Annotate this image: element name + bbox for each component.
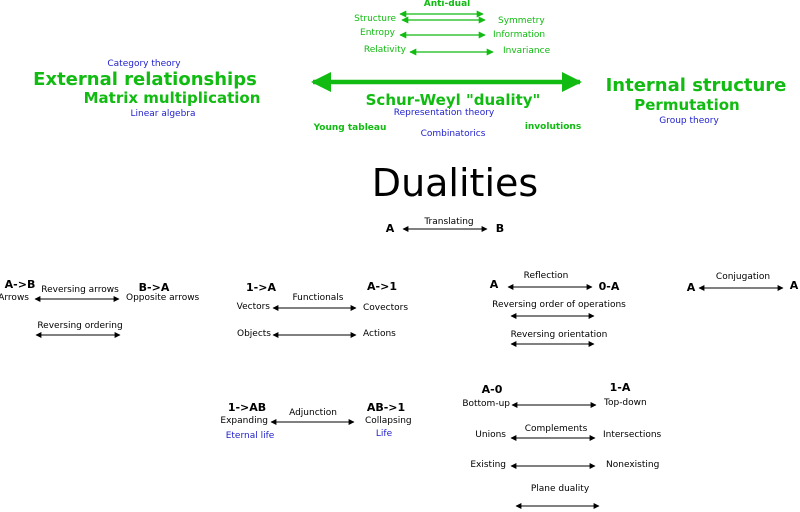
representation-theory-label: Representation theory [393, 108, 495, 118]
plane-left-head: A-0 [481, 383, 503, 396]
complements-label: Complements [524, 424, 588, 434]
actions-label: Actions [363, 329, 396, 339]
conjugation-label: Conjugation [715, 272, 771, 282]
translating-left: A [385, 222, 395, 235]
permutation-label: Permutation [634, 96, 740, 114]
plane-duality-label: Plane duality [530, 484, 590, 494]
anti-dual-label: Anti-dual [423, 0, 471, 9]
internal-structure-label: Internal structure [605, 75, 787, 96]
reflection-right-head: 0-A [598, 280, 620, 293]
reversing-ordering-label: Reversing ordering [37, 321, 123, 331]
reversing-orientation-label: Reversing orientation [510, 330, 608, 340]
structure-label: Structure [354, 14, 396, 24]
reflection-left-head: A [489, 278, 499, 291]
functionals-left-head: 1->A [246, 281, 276, 294]
invariance-label: Invariance [503, 46, 551, 56]
unions-label: Unions [475, 430, 506, 440]
collapsing-label: Collapsing [365, 416, 412, 426]
symmetry-label: Symmetry [498, 16, 545, 26]
matrix-multiplication-label: Matrix multiplication [83, 89, 261, 107]
intersections-label: Intersections [603, 430, 662, 440]
external-relationships-label: External relationships [33, 69, 257, 90]
involutions-label: involutions [524, 122, 582, 132]
existing-label: Existing [470, 460, 506, 470]
reflection-label: Reflection [523, 271, 569, 281]
functionals-label: Functionals [292, 293, 344, 303]
conjugation-right: A [789, 279, 799, 292]
opposite-arrows-label: Opposite arrows [126, 293, 200, 303]
reversing-order-of-operations-label: Reversing order of operations [492, 300, 626, 310]
bottom-up-label: Bottom-up [462, 399, 510, 409]
schur-weyl-label: Schur-Weyl "duality" [365, 91, 541, 109]
arrows-label: Arrows [0, 293, 29, 303]
page-title: Dualities [371, 161, 539, 205]
adjunction-right-head: AB->1 [366, 401, 406, 414]
plane-right-head: 1-A [609, 381, 631, 394]
entropy-label: Entropy [360, 28, 395, 38]
relativity-label: Relativity [363, 45, 406, 55]
combinatorics-label: Combinatorics [420, 129, 486, 139]
vectors-label: Vectors [236, 302, 270, 312]
linear-algebra-label: Linear algebra [130, 109, 196, 119]
young-tableau-label: Young tableau [313, 123, 387, 133]
objects-label: Objects [236, 329, 271, 339]
expanding-label: Expanding [220, 416, 268, 426]
reversing-arrows-label: Reversing arrows [41, 285, 119, 295]
adjunction-label: Adjunction [289, 408, 337, 418]
life-label: Life [375, 429, 393, 439]
category-theory-label: Category theory [107, 59, 181, 69]
functionals-right-head: A->1 [367, 280, 397, 293]
group-theory-label: Group theory [659, 116, 719, 126]
translating-right: B [495, 222, 505, 235]
adjunction-left-head: 1->AB [227, 401, 267, 414]
information-label: Information [493, 30, 546, 40]
nonexisting-label: Nonexisting [606, 460, 660, 470]
covectors-label: Covectors [363, 303, 409, 313]
translating-label: Translating [424, 217, 474, 227]
reversing-right-head: B->A [138, 281, 170, 294]
reversing-left-head: A->B [4, 278, 36, 291]
eternal-life-label: Eternal life [225, 431, 275, 441]
top-down-label: Top-down [604, 398, 647, 408]
conjugation-left: A [686, 281, 696, 294]
